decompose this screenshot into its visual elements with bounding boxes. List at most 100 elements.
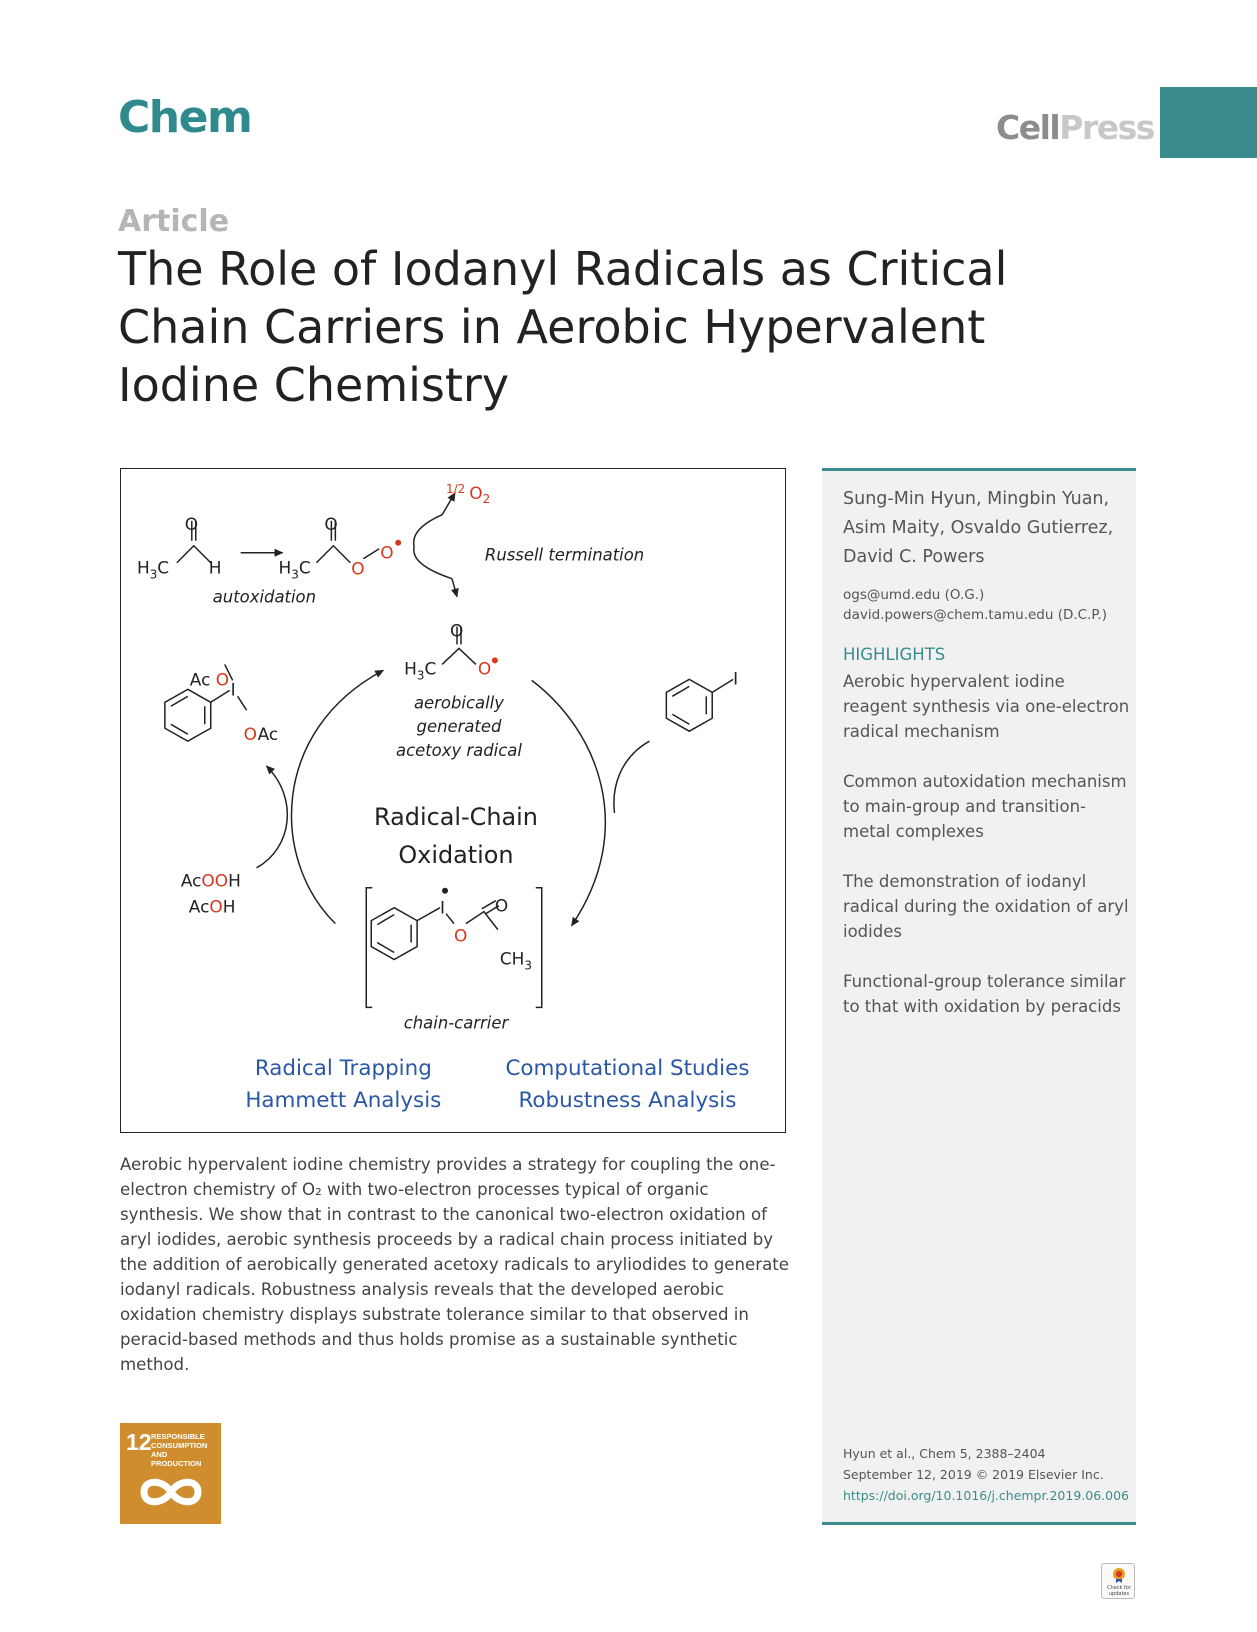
method-radical-trapping: Radical Trapping [255,1056,432,1081]
email-link-gutierrez[interactable]: ogs@umd.edu (O.G.) [843,587,985,603]
citation-reference: Hyun et al., Chem 5, 2388–2404 [843,1446,1046,1461]
phi-oac2-i-o-bond-2 [237,695,248,711]
highlights-heading: HIGHLIGHTS [843,645,946,664]
phi-oac2-double-bond-3 [170,723,189,735]
sdg-number: 12 [126,1429,152,1455]
phi-ring-to-iodine [711,678,734,693]
sdg-label-line1: RESPONSIBLE [151,1432,205,1441]
check-for-updates-badge[interactable]: Check for updates [1101,1563,1135,1599]
header-accent-block [1160,87,1257,158]
cycle-arrow-right [531,679,606,927]
oxygen-half-o: O [469,483,482,503]
peroxy-oo-bond [362,548,380,560]
iodanyl-ring-to-iodine [416,907,441,922]
phi-entry-curve [613,740,650,814]
phi-double-bond-3 [671,713,690,725]
highlight-item: Functional-group tolerance similar to th… [843,972,1126,1016]
peracetic-acid-ac: Ac [181,871,202,891]
bracket-right [535,886,543,1009]
check-for-updates-text: Check for updates [1102,1585,1136,1597]
atom-label-ch3-h: H [512,949,525,969]
doi-link[interactable]: https://doi.org/10.1016/j.chempr.2019.06… [843,1488,1129,1503]
phi-double-bond-1 [671,685,690,697]
acetic-acid-h: H [223,897,236,917]
atom-label-carbonyl-o-2: O [324,514,337,534]
check-for-updates-line2: updates [1108,1591,1130,1597]
peracetic-acid-label: AcOOH [181,871,241,891]
iodanyl-double-bond-1 [376,914,395,926]
check-for-updates-line1: Check for [1107,1585,1131,1591]
citation-date: September 12, 2019 © 2019 Elsevier Inc. [843,1467,1104,1482]
abstract-text: Aerobic hypervalent iodine chemistry pro… [120,1155,789,1374]
russell-termination-label: Russell termination [485,546,644,565]
phi-oac2-double-bond-1 [170,695,189,707]
email-link-powers[interactable]: david.powers@chem.tamu.edu (D.C.P.) [843,607,1107,623]
peracetic-acid-oo: OO [201,871,228,891]
cycle-title-line2: Oxidation [398,841,513,869]
iodanyl-double-bond-3 [376,941,395,954]
highlight-item: Aerobic hypervalent iodine reagent synth… [843,672,1130,741]
oxygen-half-fraction: 1/2 [446,482,465,496]
cycle-arrow-left [290,669,385,925]
acetoxy-desc-line3: acetoxy radical [396,741,522,760]
acetoxy-radical-dot [491,657,498,664]
termination-arrow-up [441,492,456,516]
author-list: Sung-Min Hyun, Mingbin Yuan, Asim Maity,… [843,489,1114,567]
atom-label-h-3: H [404,658,417,678]
atom-label-iodine-2: I [733,668,738,688]
graphical-abstract-scheme: O H3C H O H3C O H3C Ac I Ac I I O CH3 Ac… [137,482,750,1113]
atom-label-iodanyl-o: O [454,926,467,946]
acetic-acid-o: O [209,897,222,917]
peroxy-bonds [315,544,351,564]
atom-label-peroxy-o-2: O [380,543,393,563]
phi-oac2-i-o-bond-1 [224,664,234,681]
acetic-acid-ac: Ac [189,897,210,917]
termination-split-curve [412,514,453,580]
atom-label-h3c-1: H3C [137,558,169,582]
bracket-left [365,886,373,1009]
atom-label-h-1: H [137,558,150,578]
atom-label-c-2: C [299,558,311,578]
atom-label-ch3-sub: 3 [524,958,532,972]
article-info-sidebar: Sung-Min Hyun, Mingbin Yuan, Asim Maity,… [822,468,1136,1525]
iodanyl-i-o-bond [445,913,455,925]
atom-label-sub3-3: 3 [417,668,425,682]
autoxidation-label: autoxidation [213,588,316,607]
highlights-list: Aerobic hypervalent iodine reagent synth… [843,669,1133,1044]
atom-label-ch3-c: C [500,949,512,969]
acetoxy-desc-line2: generated [417,717,502,736]
atom-label-aldehyde-h: H [209,558,222,578]
highlight-item: Common autoxidation mechanism to main-gr… [843,772,1127,841]
publisher-logo-cell: Cell [996,108,1061,147]
iodanyl-carbonyl-1 [481,900,497,910]
method-robustness-analysis: Robustness Analysis [519,1088,737,1113]
sdg-label-line2: CONSUMPTION [151,1441,208,1450]
atom-label-iodine-3: I [440,898,445,918]
bookmark-ribbon-icon [1113,1568,1125,1583]
method-hammett-analysis: Hammett Analysis [245,1088,441,1113]
atom-label-h3c-2: H3C [279,558,311,582]
atom-label-phi-o-1: O [216,669,229,689]
sdg-label-line3: AND PRODUCTION [151,1450,202,1468]
atom-label-phi-o-2: O [244,724,257,744]
publisher-logo-press: Press [1059,108,1155,147]
oxygen-half-label: 1/2 O2 [446,482,490,506]
phi-oac2-benzene-ring [164,688,212,743]
sdg-12-badge: 12 RESPONSIBLE CONSUMPTION AND PRODUCTIO… [120,1423,221,1524]
cycle-title-line1: Radical-Chain [374,803,538,831]
peracid-exit-arrow [256,765,289,869]
oxygen-half-sub: 2 [483,492,491,506]
journal-logo: Chem [118,92,253,143]
atom-label-h-2: H [279,558,292,578]
atom-label-h3c-3: H3C [404,658,436,682]
iodanyl-acetate-bonds [465,910,499,931]
acetoxy-desc-line1: aerobically [414,693,504,712]
iodanyl-radical-dot [442,887,449,894]
iodanyl-carbonyl-2 [485,905,500,915]
termination-arrow-down [451,578,459,598]
atom-label-carbonyl-o-1: O [185,514,198,534]
acetic-acid-label: AcOH [189,897,236,917]
highlight-item: The demonstration of iodanyl radical dur… [843,872,1129,941]
atom-label-ch3: CH3 [500,949,532,973]
atom-label-sub3-2: 3 [291,568,299,582]
